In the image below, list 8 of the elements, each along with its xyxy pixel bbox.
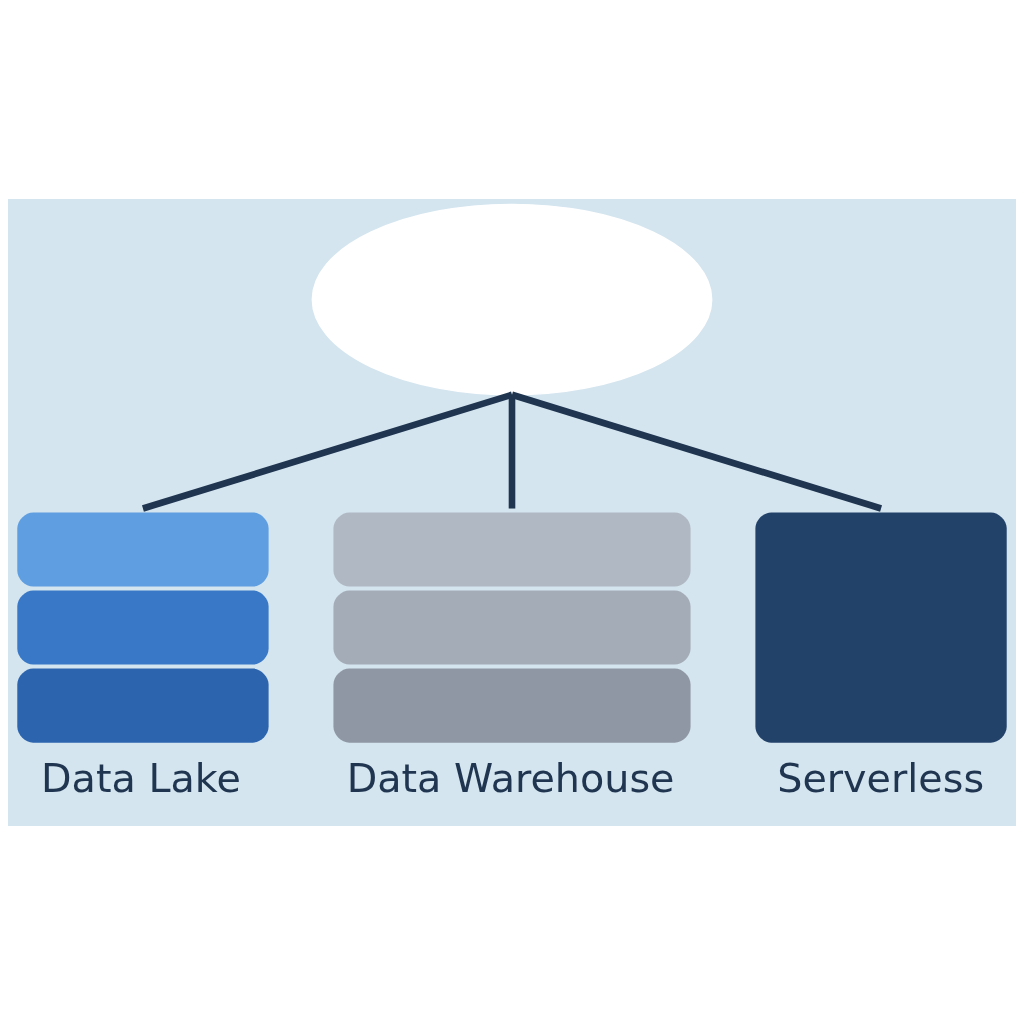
connector: [508, 394, 516, 509]
node-box: [755, 512, 1007, 743]
node-label: Data Warehouse: [346, 754, 675, 801]
node-cloud: [311, 203, 713, 395]
node-label: Serverless: [777, 754, 985, 801]
connector: [511, 391, 883, 512]
connector: [141, 391, 513, 512]
node-label: Data Lake: [41, 754, 241, 801]
